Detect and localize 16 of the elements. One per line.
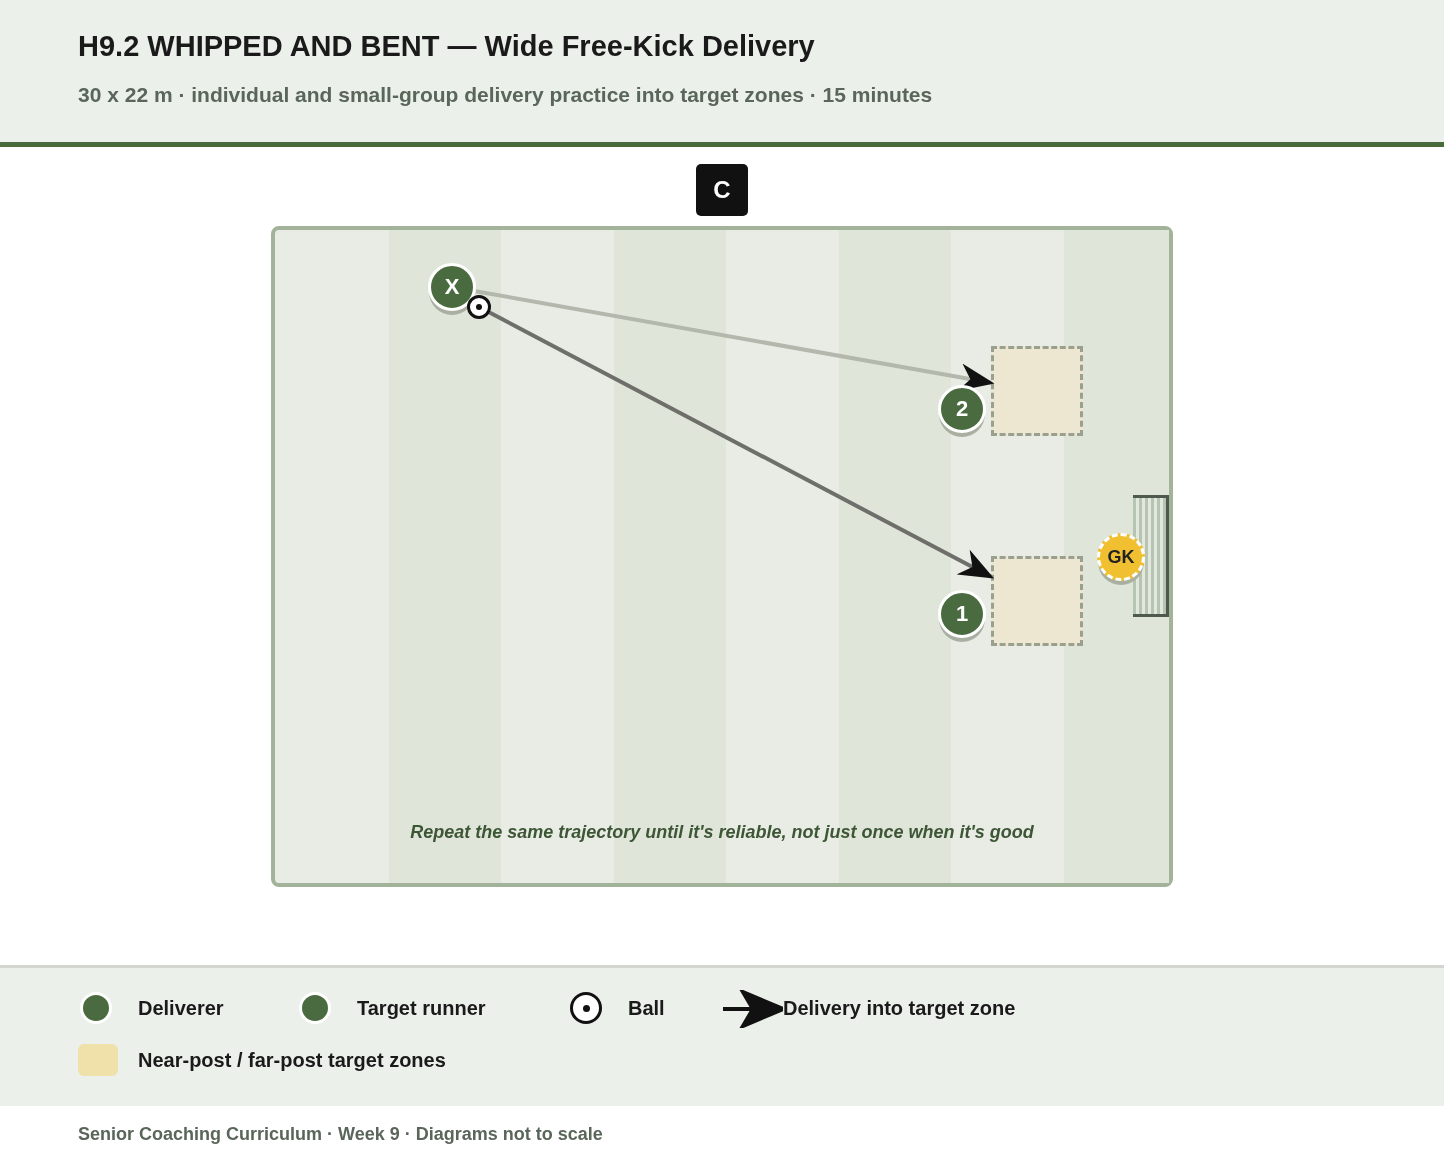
- legend-label: Ball: [628, 997, 665, 1020]
- pitch: [271, 226, 1173, 887]
- target-zone: [991, 556, 1083, 646]
- legend-label: Near-post / far-post target zones: [138, 1049, 446, 1072]
- runner-marker: 1: [938, 590, 986, 638]
- target-zone: [991, 346, 1083, 436]
- note: Repeat the same trajectory until it's reliable, not just once when it's good: [410, 822, 1034, 843]
- legend-label: Delivery into target zone: [783, 997, 1016, 1020]
- footer-note: Senior Coaching Curriculum · Week 9 · Diagrams not to scale: [78, 1124, 603, 1145]
- subtitle: 30 x 22 m · individual and small-group delivery practice into target zones · 15 minutes: [78, 83, 933, 107]
- delivery-arrow: [488, 310, 995, 579]
- runner-marker: 2: [938, 385, 986, 433]
- coach-marker: C: [696, 164, 748, 216]
- title: H9.2 WHIPPED AND BENT — Wide Free-Kick Delivery: [78, 30, 815, 63]
- legend-label: Target runner: [357, 997, 486, 1020]
- legend-label: Deliverer: [138, 997, 224, 1020]
